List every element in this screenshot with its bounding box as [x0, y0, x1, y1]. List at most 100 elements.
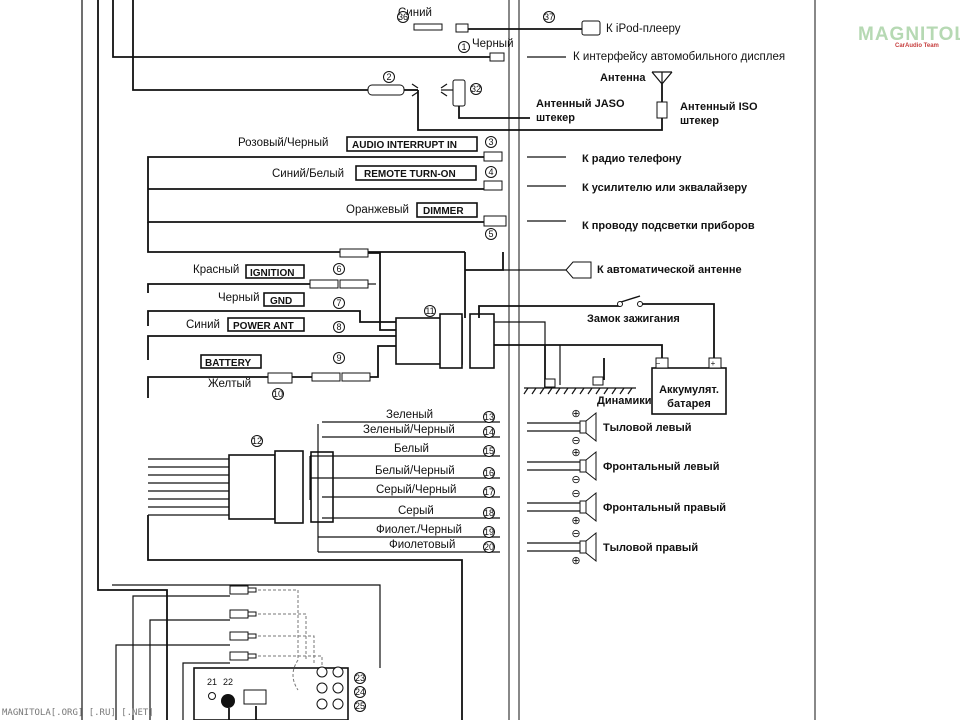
ignition-lock-label: Замок зажигания: [587, 313, 680, 325]
rear-jack-21: [208, 692, 216, 700]
display-plug: [489, 52, 505, 62]
gnd-box: GND: [270, 296, 292, 307]
speaker-3-icon: ⊖⊕Фронтальный правый: [527, 488, 726, 527]
ipod-plug-left: [413, 23, 443, 31]
iso-label-2: штекер: [680, 115, 719, 127]
red-color-label: Красный: [193, 264, 239, 276]
iso-label-1: Антенный ISO: [680, 101, 758, 113]
jaso-label-1: Антенный JASO: [536, 98, 625, 110]
rear-port-icon: [243, 689, 267, 705]
antenna-icon: [651, 71, 673, 85]
num-32-marker: [470, 83, 482, 95]
watermark-team: CarAudio Team: [895, 43, 939, 49]
num-36-marker: [397, 11, 409, 23]
num-3: 3: [488, 137, 493, 147]
battery-box: BATTERY: [205, 358, 251, 369]
num-8: 8: [336, 322, 341, 332]
svg-text:−: −: [656, 359, 661, 368]
audio-interrupt-color-label: Розовый/Черный: [238, 137, 328, 149]
yellow-color-label: Желтый: [208, 378, 251, 390]
amplifier-dest: К усилителю или эквалайзеру: [582, 182, 748, 194]
num-17: 17: [484, 487, 494, 497]
num-22: 22: [223, 677, 233, 687]
speaker-2-icon: ⊕⊖Фронтальный левый: [527, 447, 719, 486]
num-36: 36: [398, 12, 408, 22]
auto-antenna-dest: К автоматической антенне: [597, 264, 742, 276]
rear-socket-22-icon: [221, 694, 235, 708]
num-6: 6: [336, 264, 341, 274]
num-5: 5: [488, 229, 493, 239]
power-ant-color-label: Синий: [186, 319, 220, 331]
speaker-wire-16-label: Белый/Черный: [375, 465, 455, 477]
speaker-1-icon: ⊕⊖Тыловой левый: [527, 408, 692, 447]
speaker-4-label: Тыловой правый: [603, 542, 698, 554]
remote-color-label: Синий/Белый: [272, 168, 344, 180]
rca-plugs: [115, 585, 257, 720]
ignition-box: IGNITION: [250, 268, 294, 279]
num-11: 11: [425, 306, 434, 316]
num-37: 37: [544, 12, 554, 22]
speaker-wire-16: Белый/Черный 16: [310, 465, 500, 479]
speaker-2-top-terminal: ⊕: [571, 447, 580, 459]
speaker-3-label: Фронтальный правый: [603, 502, 726, 514]
num-32: 32: [471, 84, 481, 94]
num-10: 10: [273, 389, 283, 399]
num-18: 18: [484, 508, 494, 518]
num-2-marker: [383, 71, 395, 83]
battery-icon: [651, 367, 727, 415]
speaker-3-bottom-terminal: ⊕: [571, 515, 580, 527]
num-20: 20: [484, 542, 494, 552]
svg-text:+: +: [711, 359, 716, 368]
speaker-wire-15-label: Белый: [394, 443, 429, 455]
speaker-wire-13: Зеленый 13: [322, 409, 500, 423]
dimmer-dest: К проводу подсветки приборов: [582, 220, 755, 232]
num-12: 12: [252, 436, 262, 446]
speaker-1-bottom-terminal: ⊖: [571, 435, 580, 447]
num-7: 7: [336, 298, 341, 308]
jaso-label-2: штекер: [536, 112, 575, 124]
radio-phone-dest: К радио телефону: [582, 153, 682, 165]
num-16: 16: [484, 468, 494, 478]
num-21: 21: [207, 677, 217, 687]
num-19: 19: [484, 527, 494, 537]
connector-11-socket: [469, 313, 495, 369]
speaker-wire-18-label: Серый: [398, 505, 434, 517]
watermark-logo: MAGNITOLA: [858, 24, 960, 45]
num-37-marker: [543, 11, 555, 23]
audio-interrupt-box: AUDIO INTERRUPT IN: [352, 140, 457, 151]
black-display-color-label: Черный: [472, 38, 514, 50]
num-1-marker: [458, 41, 470, 53]
iso-plug-icon: [656, 101, 668, 119]
display-dest: К интерфейсу автомобильного дисплея: [573, 51, 785, 63]
auto-antenna-plug: [565, 261, 592, 279]
speaker-wire-15: Белый 15: [310, 443, 500, 457]
num-14: 14: [484, 427, 494, 437]
num-15: 15: [484, 446, 494, 456]
wire-remote-turn-on: Синий/Белый REMOTE TURN-ON 4 К усилителю…: [148, 165, 748, 194]
fuse-icon: [267, 372, 293, 384]
num-13: 13: [484, 412, 494, 422]
speaker-4-icon: ⊖ ⊕ Тыловой правый: [527, 528, 698, 567]
num-25: 25: [355, 701, 365, 711]
speaker-4-bottom-terminal: ⊕: [571, 555, 580, 567]
speaker-wire-13-label: Зеленый: [386, 409, 433, 421]
speaker-wire-20-label: Фиолетовый: [389, 539, 455, 551]
num-2: 2: [386, 72, 391, 82]
num-24: 24: [355, 687, 365, 697]
speaker-wire-19-label: Фиолет./Черный: [376, 524, 462, 536]
remote-box: REMOTE TURN-ON: [364, 169, 456, 180]
speakers-label: Динамики: [597, 395, 652, 407]
speaker-1-top-terminal: ⊕: [571, 408, 580, 420]
power-ant-box: POWER ANT: [233, 321, 294, 332]
speaker-4-top-terminal: ⊖: [571, 528, 580, 540]
battery-label-1: Аккумулят.: [659, 384, 719, 396]
footer-watermark: MAGNITOLA[.ORG] [.RU] [.NET]: [2, 708, 154, 718]
dimmer-box: DIMMER: [423, 206, 464, 217]
speaker-2-label: Фронтальный левый: [603, 461, 719, 473]
speaker-connector-12: [228, 454, 276, 520]
battery-label-2: батарея: [667, 398, 711, 410]
wire-dimmer: Оранжевый DIMMER 5 К проводу подсветки п…: [147, 189, 755, 240]
num-4: 4: [488, 167, 493, 177]
